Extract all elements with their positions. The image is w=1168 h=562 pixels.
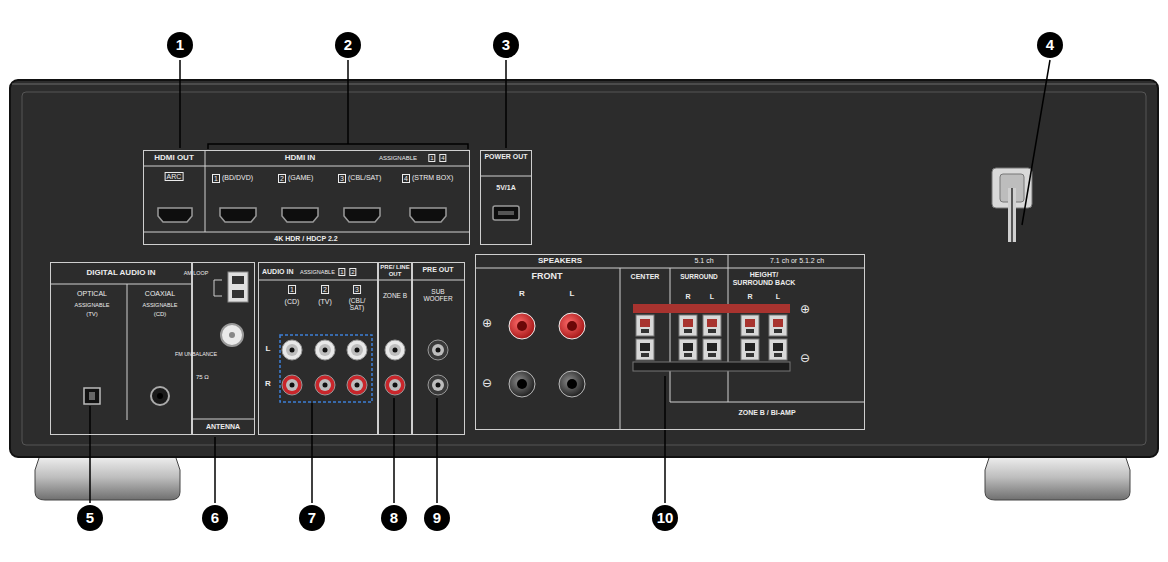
panel-label: L [570,290,575,299]
panel-label: PRE/ LINE OUT [379,264,411,277]
antenna-panel: AM LOOPFM UNBALANCE75 ΩANTENNA [192,262,255,435]
panel-label: HDMI OUT [154,154,194,163]
callout-number: 1 [167,32,193,58]
panel-label: CENTER [631,273,660,281]
callout-number: 3 [493,32,519,58]
callout-number: 5 [77,505,103,531]
panel-label: 5.1 ch [694,257,713,265]
audio-in-panel: AUDIO INASSIGNABLE121(CD)2(TV)3(CBL/ SAT… [258,262,378,435]
panel-label: 1 [428,154,435,162]
callout-number: 7 [299,505,325,531]
callout-number: 8 [381,505,407,531]
panel-label: PRE OUT [422,266,453,274]
panel-label: ANTENNA [206,423,240,431]
panel-label: L [710,293,714,301]
panel-label: 4 [439,154,446,162]
panel-label: ⊖ [800,352,810,365]
panel-label: ASSIGNABLE [143,302,178,308]
panel-label: POWER OUT [484,153,528,161]
panel-label: SPEAKERS [538,257,582,266]
power-out-panel: POWER OUT 5V/1A [480,150,532,245]
panel-label: 1 [212,174,220,183]
panel-label: 1 [288,285,296,294]
panel-label: (CBL/SAT) [348,174,381,182]
panel-label: 3 [338,174,346,183]
panel-label: OPTICAL [77,290,107,298]
panel-label: 2 [349,268,356,276]
digital-audio-panel: DIGITAL AUDIO IN OPTICAL ASSIGNABLE (TV) COA… [50,262,192,435]
panel-label: 2 [321,285,329,294]
panel-label: SUB WOOFER [416,288,460,302]
panel-label: HEIGHT/ SURROUND BACK [732,271,796,286]
panel-label: (GAME) [288,174,313,182]
panel-label: 2 [278,174,286,183]
callout-number: 4 [1037,32,1063,58]
panel-label: (TV) [318,298,332,306]
pre-out-panel: PRE OUT SUB WOOFER [412,262,465,435]
callout-number: 9 [424,505,450,531]
panel-label: DIGITAL AUDIO IN [86,269,155,278]
panel-label: SURROUND [680,273,718,280]
panel-label: (BD/DVD) [222,174,253,182]
hdmi-panel: HDMI OUTARCHDMI INASSIGNABLE141(BD/DVD)2… [143,150,470,245]
panel-label: AUDIO IN [262,268,294,276]
panel-label: 3 [353,285,361,294]
panel-label: R [685,293,690,301]
panel-label: 7.1 ch or 5.1.2 ch [770,257,824,265]
panel-label: HDMI IN [285,154,316,163]
panel-label: ⊕ [800,303,810,316]
panel-label: ASSIGNABLE [379,155,417,162]
zone-out-panel: PRE/ LINE OUT ZONE B [378,262,412,435]
panel-label: ASSIGNABLE [75,302,110,308]
panel-label: FRONT [532,272,563,282]
panel-label: COAXIAL [145,290,175,298]
panel-label: ARC [165,172,184,181]
panel-label: ⊕ [482,317,492,330]
panel-label: L [266,345,271,354]
panel-label: (STRM BOX) [412,174,453,182]
panel-label: (CD) [285,298,300,306]
panel-label: 1 [338,268,345,276]
callout-number: 6 [202,505,228,531]
panel-label: (TV) [86,311,98,318]
panel-label: (CD) [154,311,167,318]
panel-label: (CBL/ SAT) [342,297,372,311]
speaker-panel: SPEAKERS 5.1 ch 7.1 ch or 5.1.2 ch FRONT R L ⊕… [475,254,865,430]
panel-label: R [747,293,752,301]
panel-label: ZONE B [383,292,407,299]
callout-number: 10 [652,505,678,531]
panel-label: ASSIGNABLE [300,269,335,275]
panel-label: FM UNBALANCE [168,352,224,358]
panel-label: ⊖ [482,377,492,390]
panel-label: 4K HDR / HDCP 2.2 [274,235,337,243]
callout-number: 2 [335,32,361,58]
panel-label: ZONE B / BI-AMP [738,409,795,417]
panel-label: L [776,293,780,301]
panel-label: 5V/1A [496,184,515,192]
panel-label: R [519,290,525,299]
panel-label: R [265,380,271,389]
panel-label: AM LOOP [182,271,210,277]
panel-label: 4 [402,174,410,183]
panel-label: 75 Ω [196,374,209,381]
